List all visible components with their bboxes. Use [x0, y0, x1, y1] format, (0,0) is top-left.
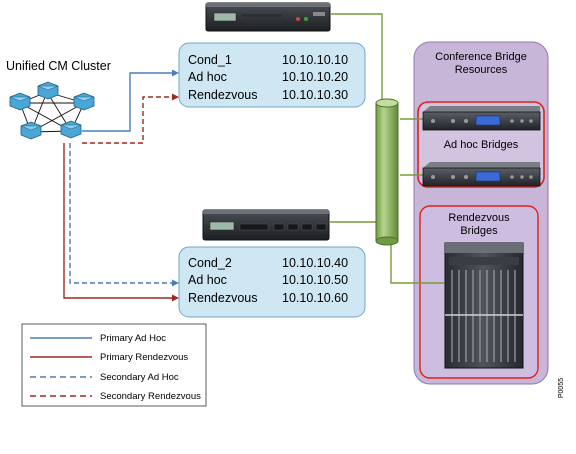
adhoc-bridge-device-2	[422, 162, 541, 187]
call-manager-icon	[73, 92, 95, 111]
call-manager-icon	[20, 121, 42, 140]
conductor-2-rendezvous-label: Rendezvous	[188, 291, 258, 305]
resource-group-title-line2: Resources	[455, 64, 508, 76]
legend-primary-rendezvous-label: Primary Rendezvous	[100, 352, 188, 363]
primary-adhoc-arrowhead	[172, 69, 179, 77]
conductor-2-name-ip: 10.10.10.40	[282, 256, 348, 270]
conductor-1-adhoc-label: Ad hoc	[188, 70, 227, 84]
secondary-rendezvous-arrowhead	[172, 93, 179, 101]
cluster-nodes	[9, 81, 95, 140]
link-backbone-to-rendezvous	[390, 244, 444, 284]
adhoc-bridge-device-1	[422, 106, 541, 131]
call-manager-icon	[37, 81, 59, 100]
conductor-1-rendezvous-ip: 10.10.10.30	[282, 88, 348, 102]
primary-rendezvous-arrowhead	[172, 294, 179, 302]
conductor-1-server-icon	[205, 2, 331, 32]
figure-id: P0055	[558, 378, 565, 398]
resource-group-title-line1: Conference Bridge	[435, 51, 527, 63]
conductor-2-server-icon	[202, 209, 330, 241]
legend-secondary-rendezvous-label: Secondary Rendezvous	[100, 391, 201, 402]
link-cond1-to-backbone	[331, 13, 383, 104]
call-manager-icon	[9, 92, 31, 111]
network-backbone-cylinder	[375, 98, 399, 246]
legend-secondary-adhoc-label: Secondary Ad Hoc	[100, 372, 179, 383]
rendezvous-bridges-label-line2: Bridges	[460, 225, 498, 237]
conductor-1-name-ip: 10.10.10.10	[282, 53, 348, 67]
primary-adhoc-line	[82, 72, 174, 132]
secondary-adhoc-arrowhead	[172, 279, 179, 287]
legend-primary-adhoc-label: Primary Ad Hoc	[100, 333, 166, 344]
conductor-2-adhoc-label: Ad hoc	[188, 273, 227, 287]
conductor-1-name: Cond_1	[188, 53, 232, 67]
rendezvous-bridges-label-line1: Rendezvous	[448, 212, 510, 224]
legend-entries: Primary Ad Hoc Primary Rendezvous Second…	[30, 333, 201, 402]
secondary-rendezvous-line	[82, 96, 174, 144]
primary-rendezvous-line	[63, 143, 174, 299]
conductor-1-rendezvous-label: Rendezvous	[188, 88, 258, 102]
call-manager-icon	[60, 120, 82, 139]
conductor-1-box	[178, 42, 366, 108]
routing-lines	[63, 69, 179, 302]
secondary-adhoc-line	[69, 143, 174, 284]
conductor-2-adhoc-ip: 10.10.10.50	[282, 273, 348, 287]
adhoc-bridges-label: Ad hoc Bridges	[444, 139, 519, 151]
conductor-2-box	[178, 246, 366, 318]
cluster-label: Unified CM Cluster	[6, 59, 111, 73]
rendezvous-bridge-chassis	[444, 242, 524, 369]
conductor-2-name: Cond_2	[188, 256, 232, 270]
conductor-2-rendezvous-ip: 10.10.10.60	[282, 291, 348, 305]
conductor-1-adhoc-ip: 10.10.10.20	[282, 70, 348, 84]
